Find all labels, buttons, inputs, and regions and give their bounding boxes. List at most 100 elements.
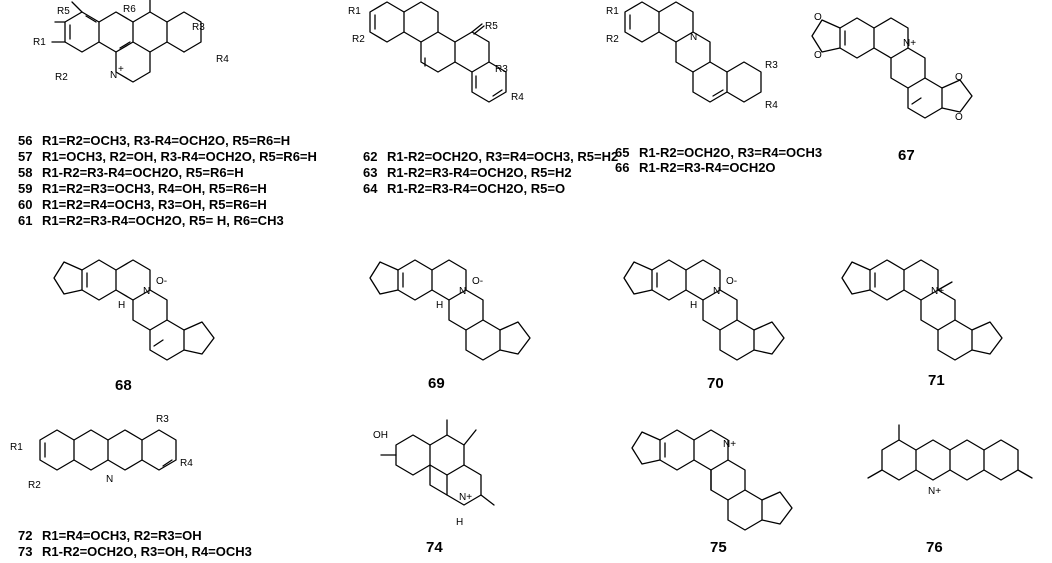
label-r1-c: R1: [606, 6, 619, 17]
label-r4-72: R4: [180, 458, 193, 469]
compound-substituents: R1=OCH3, R2=OH, R3-R4=OCH2O, R5=R6=H: [42, 149, 317, 164]
atom-oh-74: OH: [373, 430, 388, 441]
atom-n-plus: N: [110, 70, 117, 81]
compound-substituents: R1-R2=R3-R4=OCH2O, R5=R6=H: [42, 165, 244, 180]
label-r4: R4: [216, 54, 229, 65]
compound-label-60: 60 R1=R2=R4=OCH3, R3=OH, R5=R6=H: [18, 197, 267, 212]
compound-label-63: 63 R1-R2=R3-R4=OCH2O, R5=H2: [363, 165, 572, 180]
compound-number: 56: [18, 133, 32, 148]
structure-56-61: N + R5 R1 R2 R6 R3 R4: [33, 0, 229, 83]
label-r2-b: R2: [352, 34, 365, 45]
compound-substituents: R1-R2=OCH2O, R3=R4=OCH3, R5=H2: [387, 149, 618, 164]
compound-label-65: 65 R1-R2=OCH2O, R3=R4=OCH3: [615, 145, 822, 160]
label-r4-c: R4: [765, 100, 778, 111]
structure-number-69: 69: [428, 375, 445, 392]
atom-h-68: H: [118, 300, 125, 311]
structure-number-70: 70: [707, 375, 724, 392]
atom-n-72: N: [106, 474, 113, 485]
structure-68: N O- H: [53, 259, 215, 361]
compound-label-62: 62 R1-R2=OCH2O, R3=R4=OCH3, R5=H2: [363, 149, 618, 164]
label-r1-72: R1: [10, 442, 23, 453]
structure-76: N+: [867, 424, 1033, 497]
compound-number: 59: [18, 181, 32, 196]
compound-number: 62: [363, 149, 377, 164]
structure-74: OH N+ H: [373, 419, 495, 528]
structure-number-76: 76: [926, 539, 943, 556]
atom-n-70: N: [713, 286, 720, 297]
compound-substituents: R1-R2=R3-R4=OCH2O, R5=H2: [387, 165, 572, 180]
structure-72-73: R1 R2 R3 R4 N: [10, 414, 193, 491]
structure-number-list: 67 68 69 70 71 74 75 76: [115, 147, 945, 556]
label-r4-b: R4: [511, 92, 524, 103]
structure-71: N+: [841, 259, 1003, 361]
compound-number: 57: [18, 149, 32, 164]
compound-number: 65: [615, 145, 629, 160]
atom-n-plus-75: N+: [723, 439, 736, 450]
compound-substituents: R1-R2=R3-R4=OCH2O: [639, 160, 776, 175]
structure-number-71: 71: [928, 372, 945, 389]
compound-number: 63: [363, 165, 377, 180]
atom-o: O: [955, 72, 963, 83]
atom-n-plus-67: N+: [903, 38, 916, 49]
label-r6: R6: [123, 4, 136, 15]
structure-number-74: 74: [426, 539, 443, 556]
compound-substituents: R1=R2=OCH3, R3-R4=OCH2O, R5=R6=H: [42, 133, 290, 148]
structure-number-75: 75: [710, 539, 727, 556]
label-r1: R1: [33, 37, 46, 48]
atom-o-minus-69: O-: [472, 276, 483, 287]
compound-label-59: 59 R1=R2=R3=OCH3, R4=OH, R5=R6=H: [18, 181, 267, 196]
atom-h-70: H: [690, 300, 697, 311]
label-r2-c: R2: [606, 34, 619, 45]
compound-substituents: R1=R2=R4=OCH3, R3=OH, R5=R6=H: [42, 197, 267, 212]
compound-substituents: R1=R2=R3-R4=OCH2O, R5= H, R6=CH3: [42, 213, 284, 228]
compound-label-72: 72 R1=R4=OCH3, R2=R3=OH: [18, 528, 202, 543]
structure-70: N O- H: [623, 259, 785, 361]
label-r5-b: R5: [485, 21, 498, 32]
compound-number: 58: [18, 165, 32, 180]
atom-o-minus-68: O-: [156, 276, 167, 287]
compound-substituents: R1-R2=R3-R4=OCH2O, R5=O: [387, 181, 565, 196]
compound-label-list: 56 R1=R2=OCH3, R3-R4=OCH2O, R5=R6=H 57 R1=O…: [18, 133, 822, 559]
atom-h-69: H: [436, 300, 443, 311]
compound-substituents: R1=R4=OCH3, R2=R3=OH: [42, 528, 202, 543]
structure-65-66: R1 R2 N R3 R4: [606, 1, 778, 111]
compound-number: 66: [615, 160, 629, 175]
label-r3: R3: [192, 22, 205, 33]
compound-label-66: 66 R1-R2=R3-R4=OCH2O: [615, 160, 776, 175]
structure-75: N+: [631, 429, 793, 531]
atom-plus: +: [118, 64, 124, 75]
compound-number: 60: [18, 197, 32, 212]
structure-62-64: R1 R2 R5 R3 R4: [348, 1, 524, 103]
label-r3-b: R3: [495, 64, 508, 75]
compound-number: 72: [18, 528, 32, 543]
compound-substituents: R1-R2=OCH2O, R3=OH, R4=OCH3: [42, 544, 252, 559]
compound-label-56: 56 R1=R2=OCH3, R3-R4=OCH2O, R5=R6=H: [18, 133, 290, 148]
label-r1-b: R1: [348, 6, 361, 17]
compound-label-61: 61 R1=R2=R3-R4=OCH2O, R5= H, R6=CH3: [18, 213, 284, 228]
compound-number: 64: [363, 181, 378, 196]
structure-number-67: 67: [898, 147, 915, 164]
atom-n-68: N: [143, 286, 150, 297]
compound-label-73: 73 R1-R2=OCH2O, R3=OH, R4=OCH3: [18, 544, 252, 559]
compound-label-58: 58 R1-R2=R3-R4=OCH2O, R5=R6=H: [18, 165, 244, 180]
label-r5: R5: [57, 6, 70, 17]
compound-label-57: 57 R1=OCH3, R2=OH, R3-R4=OCH2O, R5=R6=H: [18, 149, 317, 164]
compound-substituents: R1-R2=OCH2O, R3=R4=OCH3: [639, 145, 822, 160]
atom-n-plus-74: N+: [459, 492, 472, 503]
atom-n-plus-76: N+: [928, 486, 941, 497]
atom-n-69: N: [459, 286, 466, 297]
label-r3-c: R3: [765, 60, 778, 71]
atom-o: O: [814, 50, 822, 61]
atom-o-minus-70: O-: [726, 276, 737, 287]
label-r2: R2: [55, 72, 68, 83]
structure-number-68: 68: [115, 377, 132, 394]
compound-number: 73: [18, 544, 32, 559]
compound-label-64: 64 R1-R2=R3-R4=OCH2O, R5=O: [363, 181, 565, 196]
atom-o: O: [955, 112, 963, 123]
structure-67: O O N+ O O: [811, 12, 973, 123]
atom-o: O: [814, 12, 822, 23]
compound-number: 61: [18, 213, 32, 228]
compound-substituents: R1=R2=R3=OCH3, R4=OH, R5=R6=H: [42, 181, 267, 196]
label-r2-72: R2: [28, 480, 41, 491]
